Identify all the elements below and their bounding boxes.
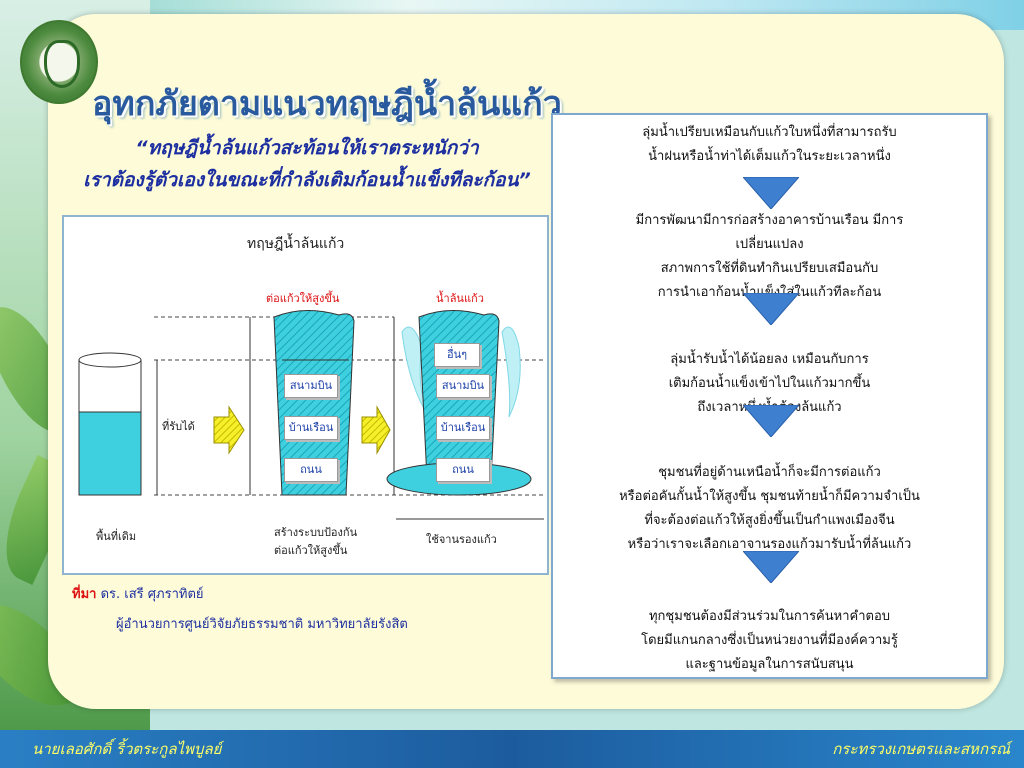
box-airport-overflow: สนามบิน [436,374,490,398]
label-build-line-1: สร้างระบบป้องกัน [274,526,358,539]
flow-down-arrow-4 [743,551,799,583]
flow-step-2-line-3: สภาพการใช้ที่ดินทำกินเปรียบเสมือนกับ [660,261,879,276]
flow-down-arrow-2 [743,293,799,325]
overflow-splash-left [401,326,430,418]
flow-step-2-line-1: มีการพัฒนามีการก่อสร้างอาคารบ้านเรือน มี… [635,213,904,228]
flow-step-3-line-2: เติมก้อนน้ำแข็งเข้าไปในแก้วมากขึ้น [668,376,871,391]
flow-step-4-line-4: หรือว่าเราจะเลือกเอาจานรองแก้วมารับน้ำที… [627,537,912,552]
box-houses-raised: บ้านเรือน [284,416,338,440]
source-credit: ที่มา ดร. เสรี ศุภราทิตย์ [72,583,204,604]
yellow-arrow-2 [361,405,391,455]
label-capacity: ที่รับได้ [162,420,195,433]
label-raise-glass: ต่อแก้วให้สูงขึ้น [266,292,340,305]
flow-step-1-line-2: น้ำฝนหรือน้ำท่าได้เต็มแก้วในระยะเวลาหนึ่… [648,149,891,164]
box-airport-raised: สนามบิน [284,374,338,398]
flow-step-1-line-1: ลุ่มน้ำเปรียบเหมือนกับแก้วใบหนึ่งที่สามา… [642,125,897,140]
flow-step-5-line-1: ทุกชุมชนต้องมีส่วนร่วมในการค้นหาคำตอบ [648,609,891,624]
flow-step-4-line-1: ชุมชนที่อยู่ด้านเหนือน้ำก็จะมีการต่อแก้ว [658,465,881,480]
flow-step-5-line-2: โดยมีแกนกลางซึ่งเป็นหน่วยงานที่มีองค์ควา… [641,633,898,648]
yellow-arrow-1 [213,405,245,455]
label-original-area: พื้นที่เดิม [96,530,137,543]
source-author: ดร. เสรี ศุภราทิตย์ [100,587,204,602]
flow-step-4-line-2: หรือต่อคันกั้นน้ำให้สูงขึ้น ชุมชนท้ายน้ำ… [619,489,920,504]
box-houses-overflow: บ้านเรือน [436,416,490,440]
flow-step-4-line-3: ที่จะต้องต่อแก้วให้สูงยิ่งขึ้นเป็นกำแพงเ… [644,513,895,528]
flow-down-arrow-1 [743,177,799,209]
flow-step-1: ลุ่มน้ำเปรียบเหมือนกับแก้วใบหนึ่งที่สามา… [553,121,986,169]
overflow-splash-right [501,326,521,418]
source-affiliation: ผู้อำนวยการศูนย์วิจัยภัยธรรมชาติ มหาวิทย… [116,617,408,632]
flow-down-arrow-3 [743,405,799,437]
box-others: อื่นๆ [434,343,480,367]
diagram-title: ทฤษฎีน้ำล้นแก้ว [247,236,345,252]
page-title: อุทกภัยตามแนวทฤษฎีน้ำล้นแก้ว [92,84,562,124]
flow-step-5: ทุกชุมชนต้องมีส่วนร่วมในการค้นหาคำตอบ โด… [553,605,986,677]
flow-step-2: มีการพัฒนามีการก่อสร้างอาคารบ้านเรือน มี… [553,209,986,305]
ministry-seal-logo [20,20,98,104]
flow-step-5-line-3: และฐานข้อมูลในการสนับสนุน [685,657,854,672]
flow-step-2-line-2: เปลี่ยนแปลง [735,237,804,252]
quote-line-1: “ทฤษฎีน้ำล้นแก้วสะท้อนให้เราตระหนักว่า [135,137,479,159]
footer-ministry: กระทรวงเกษตรและสหกรณ์ [832,740,1010,758]
source-label: ที่มา [72,587,97,602]
box-roads-raised: ถนน [284,458,338,482]
flow-step-4: ชุมชนที่อยู่ด้านเหนือน้ำก็จะมีการต่อแก้ว… [553,461,986,557]
explanation-flow: ลุ่มน้ำเปรียบเหมือนกับแก้วใบหนึ่งที่สามา… [551,113,988,679]
label-build-line-2: ต่อแก้วให้สูงขึ้น [274,544,348,557]
theory-quote: “ทฤษฎีน้ำล้นแก้วสะท้อนให้เราตระหนักว่า เ… [62,132,552,196]
flow-step-3-line-1: ลุ่มน้ำรับน้ำได้น้อยลง เหมือนกับการ [670,352,869,367]
glass-raised [273,309,355,496]
label-saucer: ใช้จานรองแก้ว [426,533,497,546]
glass-original-water [78,411,142,496]
overflow-glass-diagram: ทฤษฎีน้ำล้นแก้ว ต่อแก้วให้สูงขึ้น น้ำล้น… [62,215,549,575]
label-overflow: น้ำล้นแก้ว [436,292,484,305]
box-roads-overflow: ถนน [436,458,490,482]
footer-bar [0,730,1024,768]
footer-presenter: นายเลอศักดิ์ ริ้วตระกูลไพบูลย์ [32,740,222,758]
quote-line-2: เราต้องรู้ตัวเองในขณะที่กำลังเติมก้อนน้ำ… [83,169,531,191]
glass-original-rim [78,352,142,368]
